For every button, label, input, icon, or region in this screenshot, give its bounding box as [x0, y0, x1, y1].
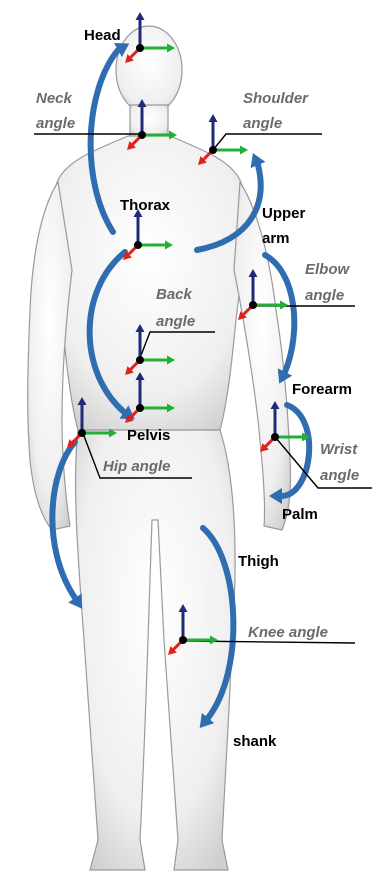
torso-shape — [51, 136, 247, 430]
axis-z-head-head — [136, 12, 145, 20]
label-back-angle-line2: angle — [156, 313, 195, 330]
label-elbow-angle-line2: angle — [305, 287, 344, 304]
joint-dot-wrist — [271, 433, 279, 441]
label-thorax: Thorax — [120, 197, 171, 214]
label-forearm: Forearm — [292, 381, 352, 398]
joint-dot-hip — [78, 429, 86, 437]
joint-dot-back — [136, 356, 144, 364]
label-shoulder-angle-line2: angle — [243, 115, 282, 132]
label-upper-arm-line1: Upper — [262, 205, 306, 222]
label-wrist-angle-line2: angle — [320, 467, 359, 484]
label-wrist-angle-line1: Wrist — [320, 441, 358, 458]
label-neck-angle-line1: Neck — [36, 90, 73, 107]
label-shank: shank — [233, 733, 277, 750]
label-hip-angle: Hip angle — [103, 458, 171, 475]
label-head: Head — [84, 27, 121, 44]
axis-y-elbow-head — [280, 301, 288, 310]
label-neck-angle-line2: angle — [36, 115, 75, 132]
label-back-angle-line1: Back — [156, 286, 193, 303]
joint-dot-shoulder — [209, 146, 217, 154]
label-shoulder-angle-line1: Shoulder — [243, 90, 309, 107]
joint-dot-knee — [179, 636, 187, 644]
joint-dot-pelvis — [136, 404, 144, 412]
label-elbow-angle-line1: Elbow — [305, 261, 350, 278]
joint-dot-neck — [138, 131, 146, 139]
head-shape — [116, 26, 182, 114]
frame-shoulder — [198, 114, 248, 165]
neck-shape — [130, 105, 168, 138]
label-pelvis: Pelvis — [127, 427, 170, 444]
axis-z-shoulder-head — [209, 114, 218, 122]
joint-dot-thorax — [134, 241, 142, 249]
axis-y-shoulder-head — [240, 146, 248, 155]
label-palm: Palm — [282, 506, 318, 523]
joint-dot-head — [136, 44, 144, 52]
joint-dot-elbow — [249, 301, 257, 309]
leader-shoulder — [213, 134, 322, 150]
label-knee-angle: Knee angle — [248, 624, 328, 641]
label-upper-arm-line2: arm — [262, 230, 290, 247]
legs-shape — [76, 430, 236, 870]
label-thigh: Thigh — [238, 553, 279, 570]
